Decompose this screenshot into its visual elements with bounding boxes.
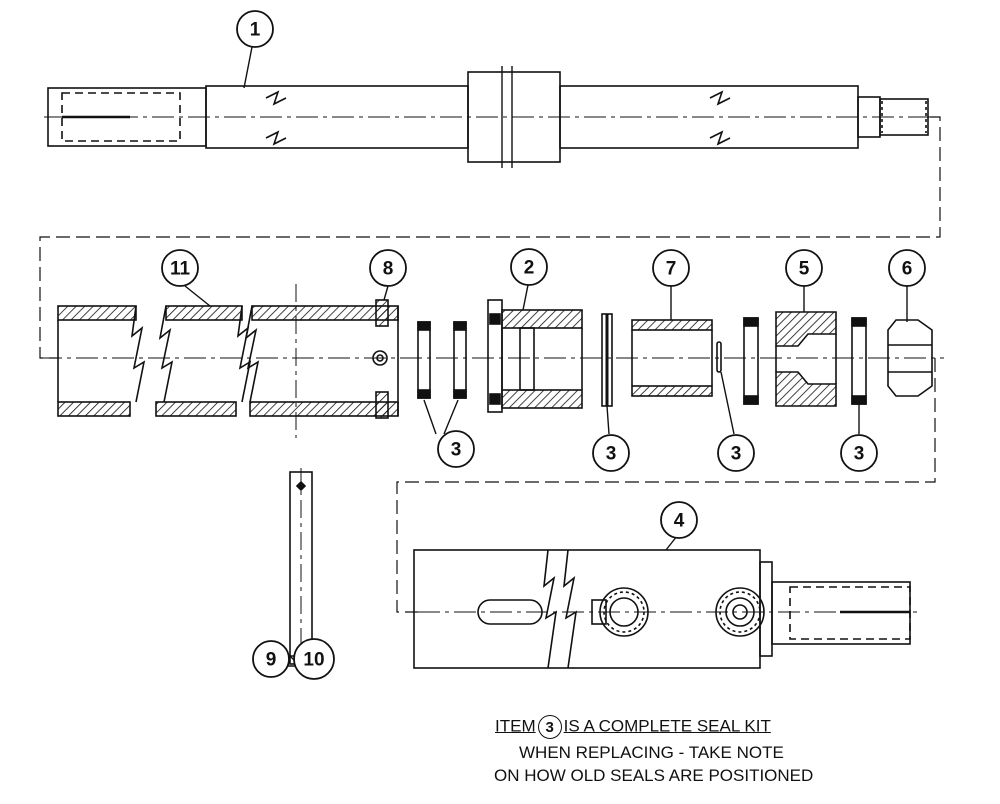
note-item-prefix: ITEM bbox=[495, 716, 536, 736]
note-item-bubble: 3 bbox=[537, 715, 562, 739]
rod-part-1 bbox=[44, 66, 940, 168]
assembly-path-2 bbox=[396, 358, 936, 613]
callout-bubble-8: 8 bbox=[369, 249, 407, 287]
callout-bubble-11: 11 bbox=[161, 249, 199, 287]
callout-bubble-2: 2 bbox=[510, 248, 548, 286]
gland-part-2 bbox=[487, 299, 583, 413]
seal-pair-part-3 bbox=[417, 321, 467, 399]
callout-label: 11 bbox=[170, 259, 191, 280]
seal-part-3b bbox=[601, 313, 613, 407]
callout-label: 3 bbox=[854, 444, 865, 465]
callout-bubble-3b: 3 bbox=[592, 434, 630, 472]
seal-part-3d bbox=[743, 317, 759, 405]
base-part-4 bbox=[413, 549, 918, 669]
callout-label: 3 bbox=[606, 444, 617, 465]
seal-kit-note-line2: WHEN REPLACING - TAKE NOTE bbox=[519, 743, 784, 762]
callout-label: 5 bbox=[799, 259, 810, 280]
callout-label: 6 bbox=[902, 259, 913, 280]
callout-label: 10 bbox=[303, 650, 324, 671]
callout-bubble-3c: 3 bbox=[717, 434, 755, 472]
callout-bubble-9: 9 bbox=[252, 640, 290, 678]
callout-label: 3 bbox=[731, 444, 742, 465]
callout-label: 8 bbox=[383, 259, 394, 280]
callout-bubble-4: 4 bbox=[660, 501, 698, 539]
callout-label: 1 bbox=[250, 20, 261, 41]
piston-part-5 bbox=[775, 311, 837, 407]
callout-label: 3 bbox=[451, 440, 462, 461]
seal-kit-note-line3: ON HOW OLD SEALS ARE POSITIONED bbox=[494, 766, 814, 785]
callout-bubble-6: 6 bbox=[888, 249, 926, 287]
callout-bubble-10: 10 bbox=[293, 638, 335, 680]
callout-bubble-5: 5 bbox=[785, 249, 823, 287]
seal-part-3c bbox=[716, 341, 722, 373]
callout-label: 9 bbox=[266, 650, 277, 671]
sleeve-part-7 bbox=[631, 319, 713, 397]
note-item-suffix: IS A COMPLETE SEAL KIT bbox=[563, 716, 771, 736]
callout-bubble-3d: 3 bbox=[840, 434, 878, 472]
callout-bubble-3a: 3 bbox=[437, 430, 475, 468]
callout-bubble-1: 1 bbox=[236, 10, 274, 48]
callout-label: 4 bbox=[674, 511, 685, 532]
nut-part-6 bbox=[887, 319, 933, 397]
callout-bubble-7: 7 bbox=[652, 249, 690, 287]
tube-part-11 bbox=[57, 284, 399, 438]
callout-label: 7 bbox=[666, 259, 677, 280]
callout-label: 2 bbox=[524, 258, 535, 279]
seal-part-3e bbox=[851, 317, 867, 405]
